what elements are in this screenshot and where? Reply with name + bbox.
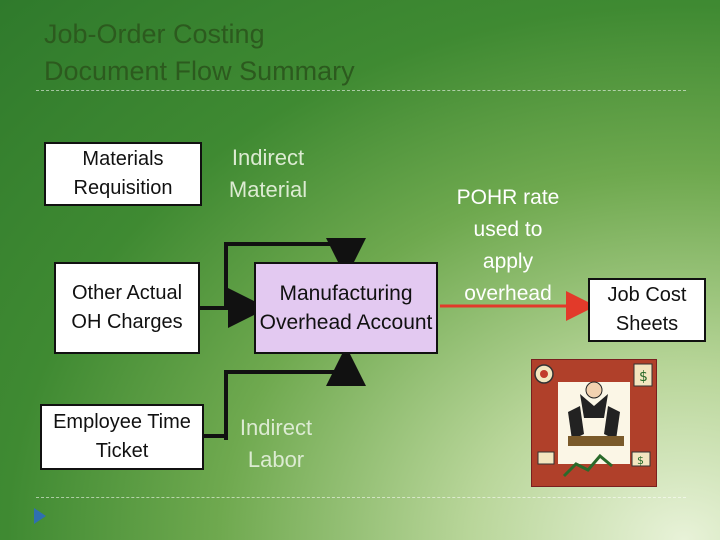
slide-title: Job-Order Costing Document Flow Summary xyxy=(44,16,644,90)
other-actual-oh-label: Other Actual OH Charges xyxy=(71,282,183,333)
job-cost-sheets-box: Job Cost Sheets xyxy=(588,278,706,342)
manufacturing-overhead-label: Manufacturing Overhead Account xyxy=(259,282,433,334)
pohr-rate-label: POHR rate used to apply overhead xyxy=(456,186,560,305)
svg-text:$: $ xyxy=(637,454,644,467)
manufacturing-overhead-box: Manufacturing Overhead Account xyxy=(254,262,438,354)
materials-requisition-label: Materials Requisition xyxy=(73,148,173,199)
other-actual-oh-box: Other Actual OH Charges xyxy=(54,262,200,354)
title-divider xyxy=(36,90,686,91)
employee-time-ticket-label: Employee Time Ticket xyxy=(53,411,191,462)
businessman-clipart-icon: $ $ xyxy=(531,359,657,487)
slide-title-line2: Document Flow Summary xyxy=(44,56,355,86)
slide-title-line1: Job-Order Costing xyxy=(44,19,265,49)
footer-divider xyxy=(36,497,686,498)
job-cost-sheets-label: Job Cost Sheets xyxy=(607,284,687,335)
indirect-labor-label: Indirect Labor xyxy=(239,415,313,472)
svg-text:$: $ xyxy=(639,369,648,385)
employee-time-ticket-box: Employee Time Ticket xyxy=(40,404,204,470)
materials-requisition-box: Materials Requisition xyxy=(44,142,202,206)
triangle-bullet-icon xyxy=(34,508,46,524)
indirect-material-label: Indirect Material xyxy=(228,145,308,202)
